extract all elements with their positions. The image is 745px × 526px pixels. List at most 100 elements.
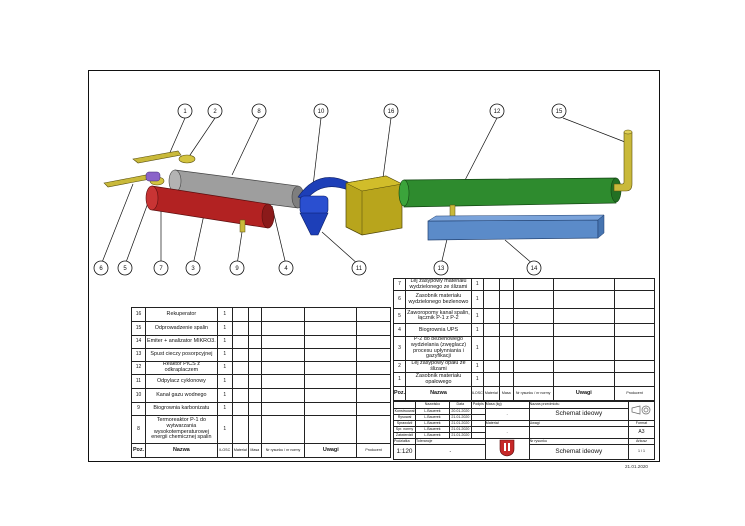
row-qty: 1 [470,308,484,325]
row-empty-cell [614,336,655,362]
callout-circle [313,103,329,119]
row-empty-cell [552,360,616,374]
row-name: Zasobnik materiału opałowego [405,372,472,388]
row-name: Zaworopomy kanał spalin, łącznik P-1 z P… [405,308,472,325]
callout-number: 16 [388,109,395,115]
callout-circle [278,260,294,276]
row-empty-cell [356,307,391,322]
row-empty-cell [231,321,249,336]
header-drawing: Nr rysunku / nr normy [260,443,306,458]
row-empty-cell [552,372,616,388]
component-cyclone [297,177,349,236]
row-empty-cell [498,308,514,325]
callout-circle [433,260,449,276]
material-value: - [484,426,530,439]
row-qty: 1 [216,321,233,336]
callout-circle [153,260,169,276]
scale-label: Podziałka [393,437,416,446]
callout-circle [177,103,193,119]
title-block: Nazwisko Data Podpis Masa (kg) Nazwa prz… [393,401,656,461]
callout-circle [93,260,109,276]
row-empty-cell [482,372,500,388]
row-empty-cell [260,415,306,444]
header-name: Nazwa [405,386,472,402]
row-empty-cell [231,402,249,416]
row-pos: 12 [131,361,146,375]
col-sig-header: Podpis [470,401,486,409]
callout-number: 3 [191,266,195,272]
header-mass: Masa [247,443,262,458]
callout-number: 13 [438,266,445,272]
callout-circle [185,260,201,276]
header-mass: Masa [498,386,514,402]
row-empty-cell [482,323,500,338]
row-empty-cell [304,361,358,375]
row-name: Lej zasypowy materiału wydzielonego ze ś… [405,277,472,292]
component-exhaust-pipe [613,129,633,192]
number-label: Nr rysunku [528,437,629,446]
crest-icon [499,439,515,457]
projection-symbol [627,401,656,421]
row-empty-cell [231,335,249,349]
callout-number: 5 [123,266,127,272]
part-name: Schemat ideowy [528,408,629,421]
row-empty-cell [614,360,655,374]
row-qty: 1 [216,348,233,362]
row-pos: 16 [131,307,146,322]
header-material: Materiał [231,443,249,458]
row-empty-cell [260,307,306,322]
component-emitter-analyzer [427,214,605,241]
callout-1: 1 [177,103,193,119]
header-producer: Producent [614,386,655,402]
row-pos: 8 [131,415,146,444]
row-empty-cell [356,321,391,336]
callout-16: 16 [383,103,399,119]
drawing-number: Schemat ideowy [528,444,629,461]
callout-circle [251,103,267,119]
row-empty-cell [552,336,616,362]
row-name: Kanał gazu wodnego [144,388,218,403]
col-date-header: Data [448,401,472,409]
row-name: Spust cieczy posorpcyjnej [144,348,218,362]
row-empty-cell [482,336,500,362]
row-empty-cell [482,308,500,325]
callout-number: 9 [235,266,239,272]
callout-number: 1 [183,109,187,115]
row-empty-cell [552,290,616,310]
row-empty-cell [304,402,358,416]
callout-circle [117,260,133,276]
row-empty-cell [512,323,554,338]
row-empty-cell [356,415,391,444]
row-name: Rekuperator [144,307,218,322]
row-pos: 7 [392,277,407,292]
row-empty-cell [260,361,306,375]
name-label: Nazwa przedmiotu [528,401,629,409]
row-qty: 1 [216,415,233,444]
callout-12: 12 [489,103,505,119]
callout-number: 2 [213,109,217,115]
row-empty-cell [498,277,514,292]
callout-14: 14 [526,260,542,276]
callout-10: 10 [313,103,329,119]
row-empty-cell [260,335,306,349]
row-empty-cell [512,372,554,388]
callout-15: 15 [551,103,567,119]
row-pos: 14 [131,335,146,349]
row-pos: 4 [392,323,407,338]
callout-circle [207,103,223,119]
callout-number: 8 [257,109,261,115]
row-name: Reaktor PICS z odkraplaczem [144,361,218,375]
row-pos: 9 [131,402,146,416]
row-empty-cell [304,307,358,322]
row-empty-cell [498,360,514,374]
header-qty: ILOSC [216,443,233,458]
